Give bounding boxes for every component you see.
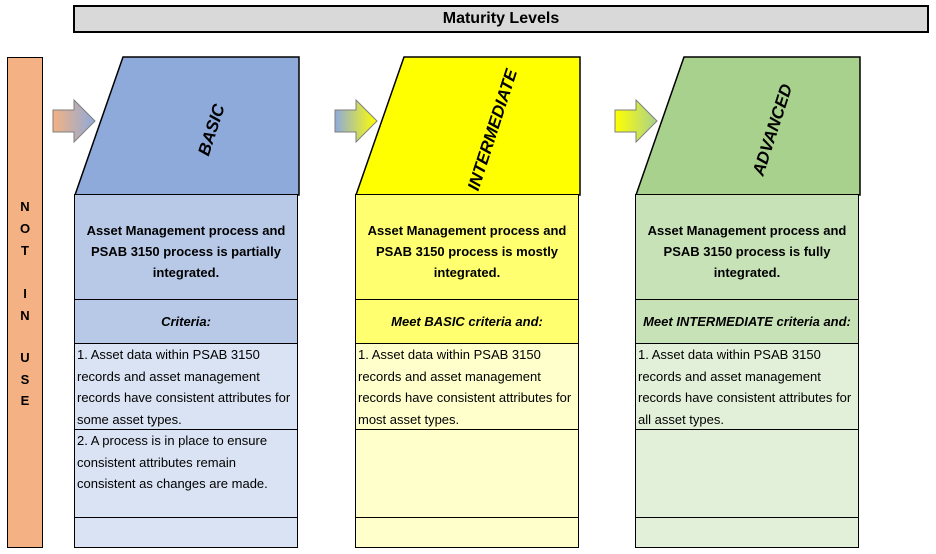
arrow-right-icon xyxy=(334,98,378,144)
basic-level-column: Asset Management process and PSAB 3150 p… xyxy=(74,194,298,548)
not-in-use-letter: N xyxy=(20,199,30,214)
criteria-heading: Meet INTERMEDIATE criteria and: xyxy=(636,300,858,344)
not-in-use-letter: S xyxy=(20,372,30,387)
criteria-heading: Criteria: xyxy=(75,300,297,344)
not-in-use-letter: T xyxy=(21,243,29,258)
criteria-item: 1. Asset data within PSAB 3150 records a… xyxy=(356,344,578,430)
maturity-levels-title: Maturity Levels xyxy=(73,5,929,33)
intermediate-level-column: Asset Management process and PSAB 3150 p… xyxy=(355,194,579,548)
arrow-right-icon xyxy=(52,98,96,144)
not-in-use-letter: N xyxy=(20,308,30,323)
advanced-level-banner xyxy=(634,56,861,196)
not-in-use-letter: E xyxy=(20,393,30,408)
level-summary: Asset Management process and PSAB 3150 p… xyxy=(356,195,578,300)
empty-criteria-cell xyxy=(356,430,578,518)
not-in-use-letter: U xyxy=(20,350,30,365)
criteria-item: 1. Asset data within PSAB 3150 records a… xyxy=(636,344,858,430)
level-summary: Asset Management process and PSAB 3150 p… xyxy=(636,195,858,300)
criteria-item: 2. A process is in place to ensure consi… xyxy=(75,430,297,518)
criteria-item: 1. Asset data within PSAB 3150 records a… xyxy=(75,344,297,430)
arrow-right-icon xyxy=(614,98,658,144)
empty-criteria-cell xyxy=(636,430,858,518)
criteria-heading: Meet BASIC criteria and: xyxy=(356,300,578,344)
advanced-level-column: Asset Management process and PSAB 3150 p… xyxy=(635,194,859,548)
not-in-use-letter: O xyxy=(19,221,31,236)
level-summary: Asset Management process and PSAB 3150 p… xyxy=(75,195,297,300)
not-in-use-bar: N O T I N U S E xyxy=(7,57,43,548)
basic-level-banner xyxy=(73,56,300,196)
not-in-use-letter: I xyxy=(23,286,27,301)
